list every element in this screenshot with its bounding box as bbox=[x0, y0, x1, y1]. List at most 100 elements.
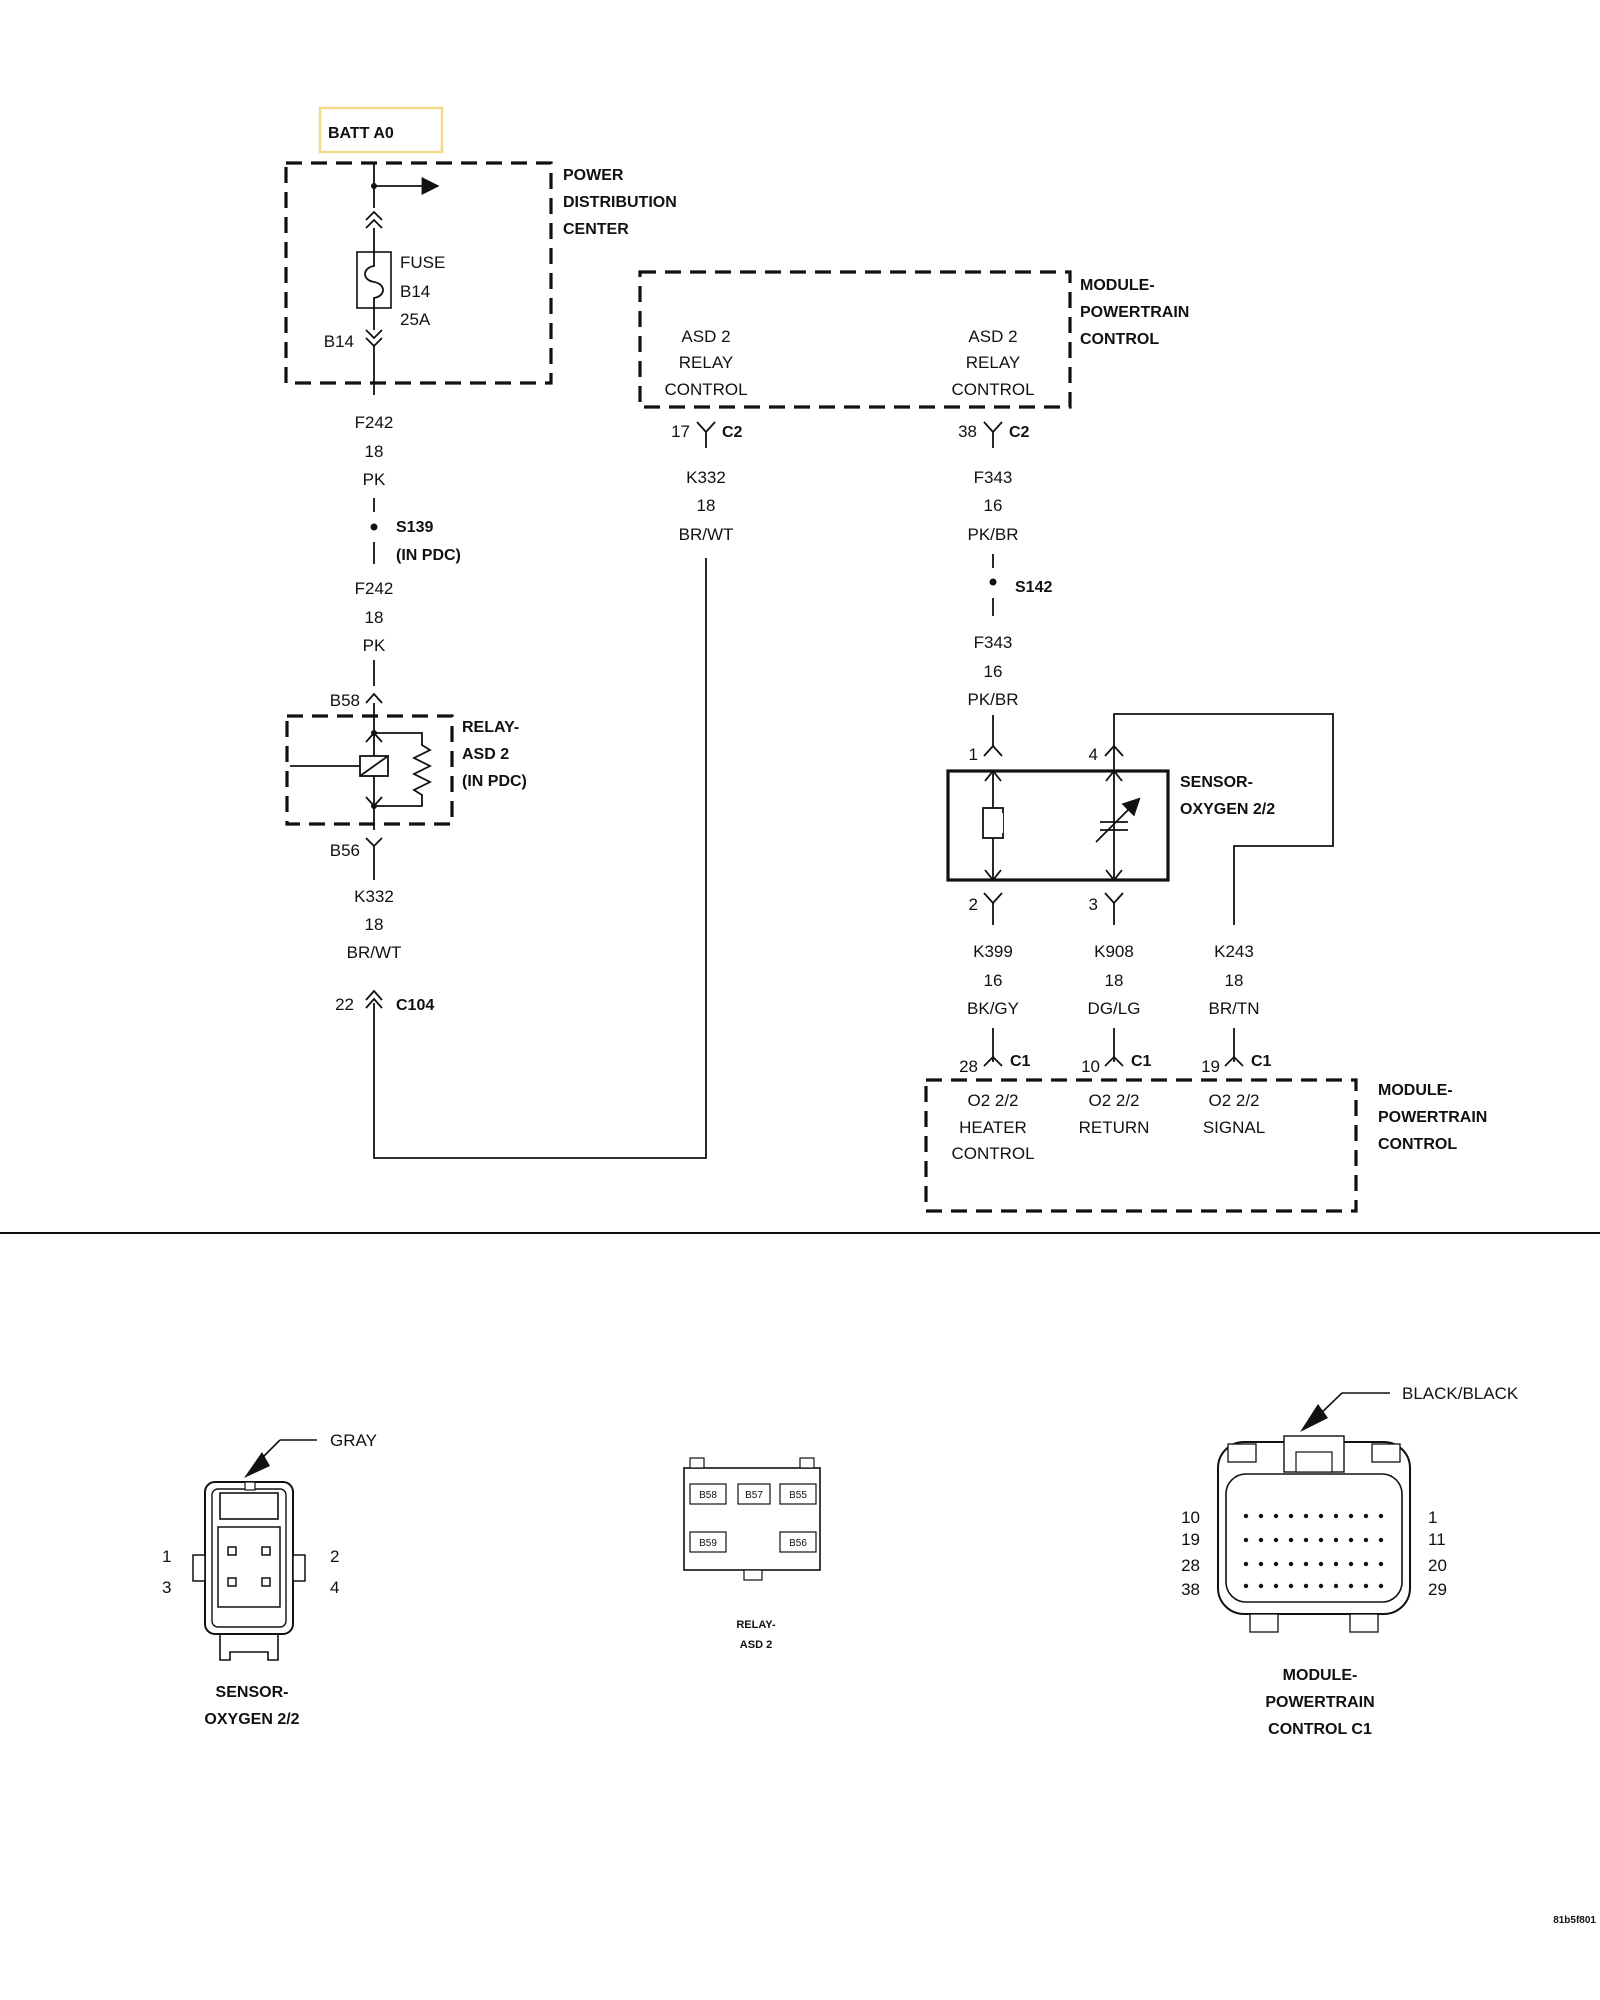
svg-text:3: 3 bbox=[1089, 895, 1098, 914]
svg-text:22: 22 bbox=[335, 995, 354, 1014]
battery-label: BATT A0 bbox=[328, 125, 394, 142]
doc-id: 81b5f801 bbox=[1553, 1915, 1596, 1926]
svg-text:RELAY: RELAY bbox=[679, 353, 734, 372]
pcm-c1-pin-dot bbox=[1273, 1583, 1279, 1589]
svg-text:4: 4 bbox=[1089, 745, 1098, 764]
svg-text:PK: PK bbox=[363, 470, 386, 489]
splice-s142 bbox=[989, 578, 997, 586]
pcm-pin-asd2-left: ASD 2 RELAY CONTROL bbox=[664, 327, 747, 399]
svg-text:CONTROL: CONTROL bbox=[664, 380, 747, 399]
pcm-c1-pin-dot bbox=[1378, 1583, 1384, 1589]
pcm-c1-pin-dot bbox=[1363, 1513, 1369, 1519]
svg-text:C2: C2 bbox=[1009, 424, 1030, 441]
pcm-pin-signal: O2 2/2 SIGNAL bbox=[1203, 1091, 1265, 1137]
wire-f242-b: F242 18 PK bbox=[355, 579, 394, 655]
svg-text:BR/WT: BR/WT bbox=[679, 525, 734, 544]
svg-text:F343: F343 bbox=[974, 633, 1013, 652]
pcm-c1-pin-dot bbox=[1333, 1583, 1339, 1589]
svg-text:2: 2 bbox=[330, 1547, 339, 1566]
pcm-c1-pin-dot bbox=[1348, 1561, 1354, 1567]
svg-text:B55: B55 bbox=[789, 1490, 807, 1501]
pcm-c1-pin-dot bbox=[1348, 1583, 1354, 1589]
svg-text:CONTROL: CONTROL bbox=[1378, 1136, 1457, 1153]
svg-text:B56: B56 bbox=[789, 1538, 807, 1549]
pcm-c1-pin-dot bbox=[1333, 1561, 1339, 1567]
splice-s139 bbox=[370, 523, 378, 531]
svg-text:POWERTRAIN: POWERTRAIN bbox=[1265, 1694, 1374, 1711]
pcm-top-title: MODULE- POWERTRAIN CONTROL bbox=[1080, 277, 1189, 348]
svg-text:SENSOR-: SENSOR- bbox=[216, 1684, 289, 1701]
pcm-c1-pin-dot bbox=[1378, 1561, 1384, 1567]
svg-text:BR/WT: BR/WT bbox=[347, 943, 402, 962]
pcm-c1-pin-dot bbox=[1243, 1513, 1249, 1519]
svg-text:B59: B59 bbox=[699, 1538, 717, 1549]
svg-text:18: 18 bbox=[365, 442, 384, 461]
svg-text:MODULE-: MODULE- bbox=[1378, 1082, 1453, 1099]
relay-connector-view: B58 B57 B55 B59 B56 RELAY- ASD 2 bbox=[683, 1457, 821, 1651]
svg-text:K243: K243 bbox=[1214, 942, 1254, 961]
pcm-c1-pin-dot bbox=[1243, 1537, 1249, 1543]
svg-text:ASD 2: ASD 2 bbox=[681, 327, 730, 346]
svg-text:F343: F343 bbox=[974, 468, 1013, 487]
pcm-c1-pin-dot bbox=[1303, 1583, 1309, 1589]
svg-text:DISTRIBUTION: DISTRIBUTION bbox=[563, 194, 677, 211]
svg-text:K332: K332 bbox=[686, 468, 726, 487]
wire-k399: K399 16 BK/GY bbox=[967, 942, 1019, 1018]
pcm-c1-pin-dot bbox=[1243, 1561, 1249, 1567]
svg-text:MODULE-: MODULE- bbox=[1283, 1667, 1358, 1684]
pcm-c1-pin-dot bbox=[1273, 1537, 1279, 1543]
svg-text:MODULE-: MODULE- bbox=[1080, 277, 1155, 294]
svg-text:RELAY: RELAY bbox=[966, 353, 1021, 372]
wire-k332-pcm: K332 18 BR/WT bbox=[679, 468, 734, 544]
svg-text:19: 19 bbox=[1201, 1057, 1220, 1076]
svg-text:B58: B58 bbox=[330, 691, 360, 710]
svg-text:OXYGEN 2/2: OXYGEN 2/2 bbox=[204, 1711, 299, 1728]
svg-text:18: 18 bbox=[697, 496, 716, 515]
svg-text:28: 28 bbox=[959, 1057, 978, 1076]
pcm-c1-pin-dot bbox=[1333, 1513, 1339, 1519]
svg-text:B56: B56 bbox=[330, 841, 360, 860]
svg-text:PK/BR: PK/BR bbox=[967, 525, 1018, 544]
pcm-c1-pin-dot bbox=[1288, 1537, 1294, 1543]
svg-text:C2: C2 bbox=[722, 424, 743, 441]
svg-text:SIGNAL: SIGNAL bbox=[1203, 1118, 1265, 1137]
pcm-c1-connector-view: BLACK/BLACK 10 19 28 38 1 11 20 29 MODUL… bbox=[1181, 1384, 1519, 1738]
svg-text:PK/BR: PK/BR bbox=[967, 690, 1018, 709]
relay-outline bbox=[285, 714, 454, 826]
pcm-c1-pin-dot bbox=[1363, 1561, 1369, 1567]
svg-text:38: 38 bbox=[1181, 1580, 1200, 1599]
svg-text:CONTROL: CONTROL bbox=[951, 1144, 1034, 1163]
svg-text:CONTROL: CONTROL bbox=[1080, 331, 1159, 348]
svg-text:18: 18 bbox=[365, 608, 384, 627]
svg-text:HEATER: HEATER bbox=[959, 1118, 1027, 1137]
svg-text:O2 2/2: O2 2/2 bbox=[1088, 1091, 1139, 1110]
pcm-c1-pin-dot bbox=[1243, 1583, 1249, 1589]
wire-k243: K243 18 BR/TN bbox=[1209, 942, 1260, 1018]
wire-f343-a: F343 16 PK/BR bbox=[967, 468, 1018, 544]
svg-text:C1: C1 bbox=[1131, 1053, 1152, 1070]
svg-text:K399: K399 bbox=[973, 942, 1013, 961]
pdc-title: POWER DISTRIBUTION CENTER bbox=[563, 167, 677, 238]
svg-text:18: 18 bbox=[1105, 971, 1124, 990]
svg-text:16: 16 bbox=[984, 662, 1003, 681]
svg-text:38: 38 bbox=[958, 422, 977, 441]
o2-sensor-box bbox=[946, 769, 1170, 882]
svg-text:B14: B14 bbox=[400, 282, 430, 301]
pcm-c1-pin-dot bbox=[1258, 1513, 1264, 1519]
svg-text:19: 19 bbox=[1181, 1530, 1200, 1549]
svg-text:18: 18 bbox=[1225, 971, 1244, 990]
svg-text:O2 2/2: O2 2/2 bbox=[967, 1091, 1018, 1110]
svg-text:17: 17 bbox=[671, 422, 690, 441]
pcm-pin-asd2-right: ASD 2 RELAY CONTROL bbox=[951, 327, 1034, 399]
svg-text:CENTER: CENTER bbox=[563, 221, 629, 238]
svg-text:OXYGEN 2/2: OXYGEN 2/2 bbox=[1180, 801, 1275, 818]
pcm-bottom-outline bbox=[924, 1078, 1358, 1213]
pcm-c1-pin-dot bbox=[1258, 1537, 1264, 1543]
wire-k332-relay: K332 18 BR/WT bbox=[347, 887, 402, 962]
svg-text:B58: B58 bbox=[699, 1490, 717, 1501]
wire-f343-b: F343 16 PK/BR bbox=[967, 633, 1018, 709]
svg-text:POWER: POWER bbox=[563, 167, 624, 184]
svg-text:RELAY-: RELAY- bbox=[736, 1619, 776, 1631]
svg-text:16: 16 bbox=[984, 496, 1003, 515]
